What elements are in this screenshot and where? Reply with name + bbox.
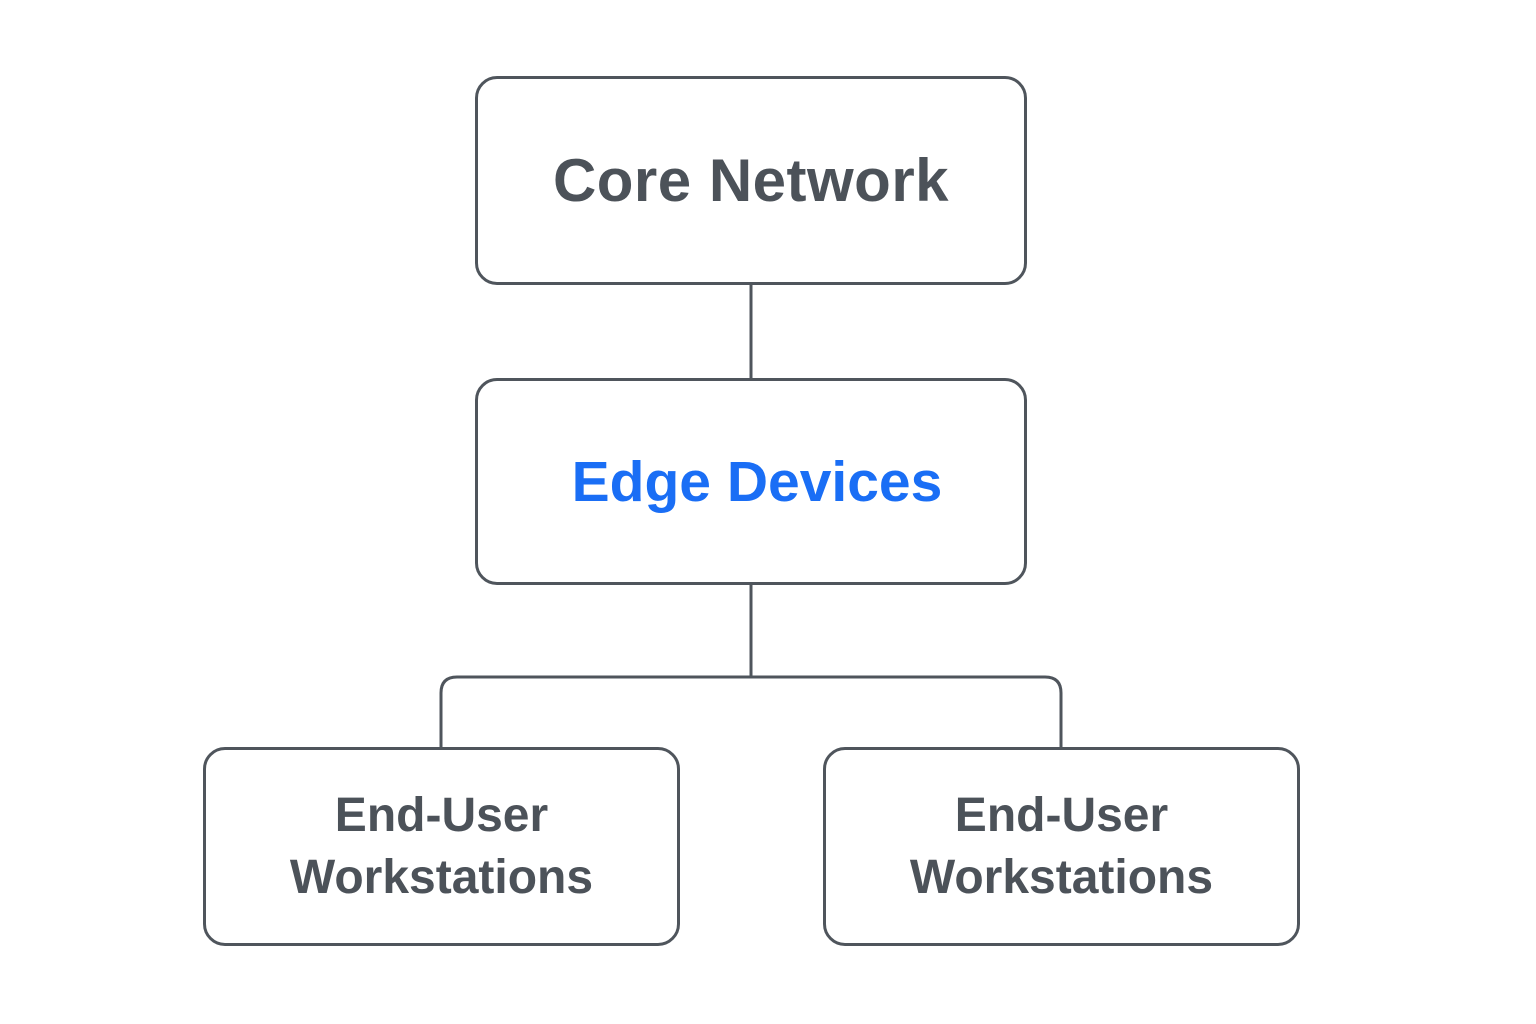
workstations-right-label: End-User Workstations: [910, 785, 1213, 909]
workstations-left-label: End-User Workstations: [290, 785, 593, 909]
workstations-left-line2: Workstations: [289, 850, 594, 904]
connector-edge-to-workstations: [439, 675, 1063, 747]
core-network-label: Core Network: [552, 147, 950, 214]
workstations-left-node: End-User Workstations: [203, 747, 680, 946]
workstations-right-node: End-User Workstations: [823, 747, 1300, 946]
edge-devices-node: Edge Devices: [475, 378, 1027, 585]
workstations-right-line2: Workstations: [909, 850, 1214, 904]
workstations-right-line1: End-User: [954, 788, 1169, 842]
core-network-node: Core Network: [475, 76, 1027, 285]
workstations-left-line1: End-User: [334, 788, 549, 842]
edge-devices-label: Edge Devices: [571, 449, 943, 514]
